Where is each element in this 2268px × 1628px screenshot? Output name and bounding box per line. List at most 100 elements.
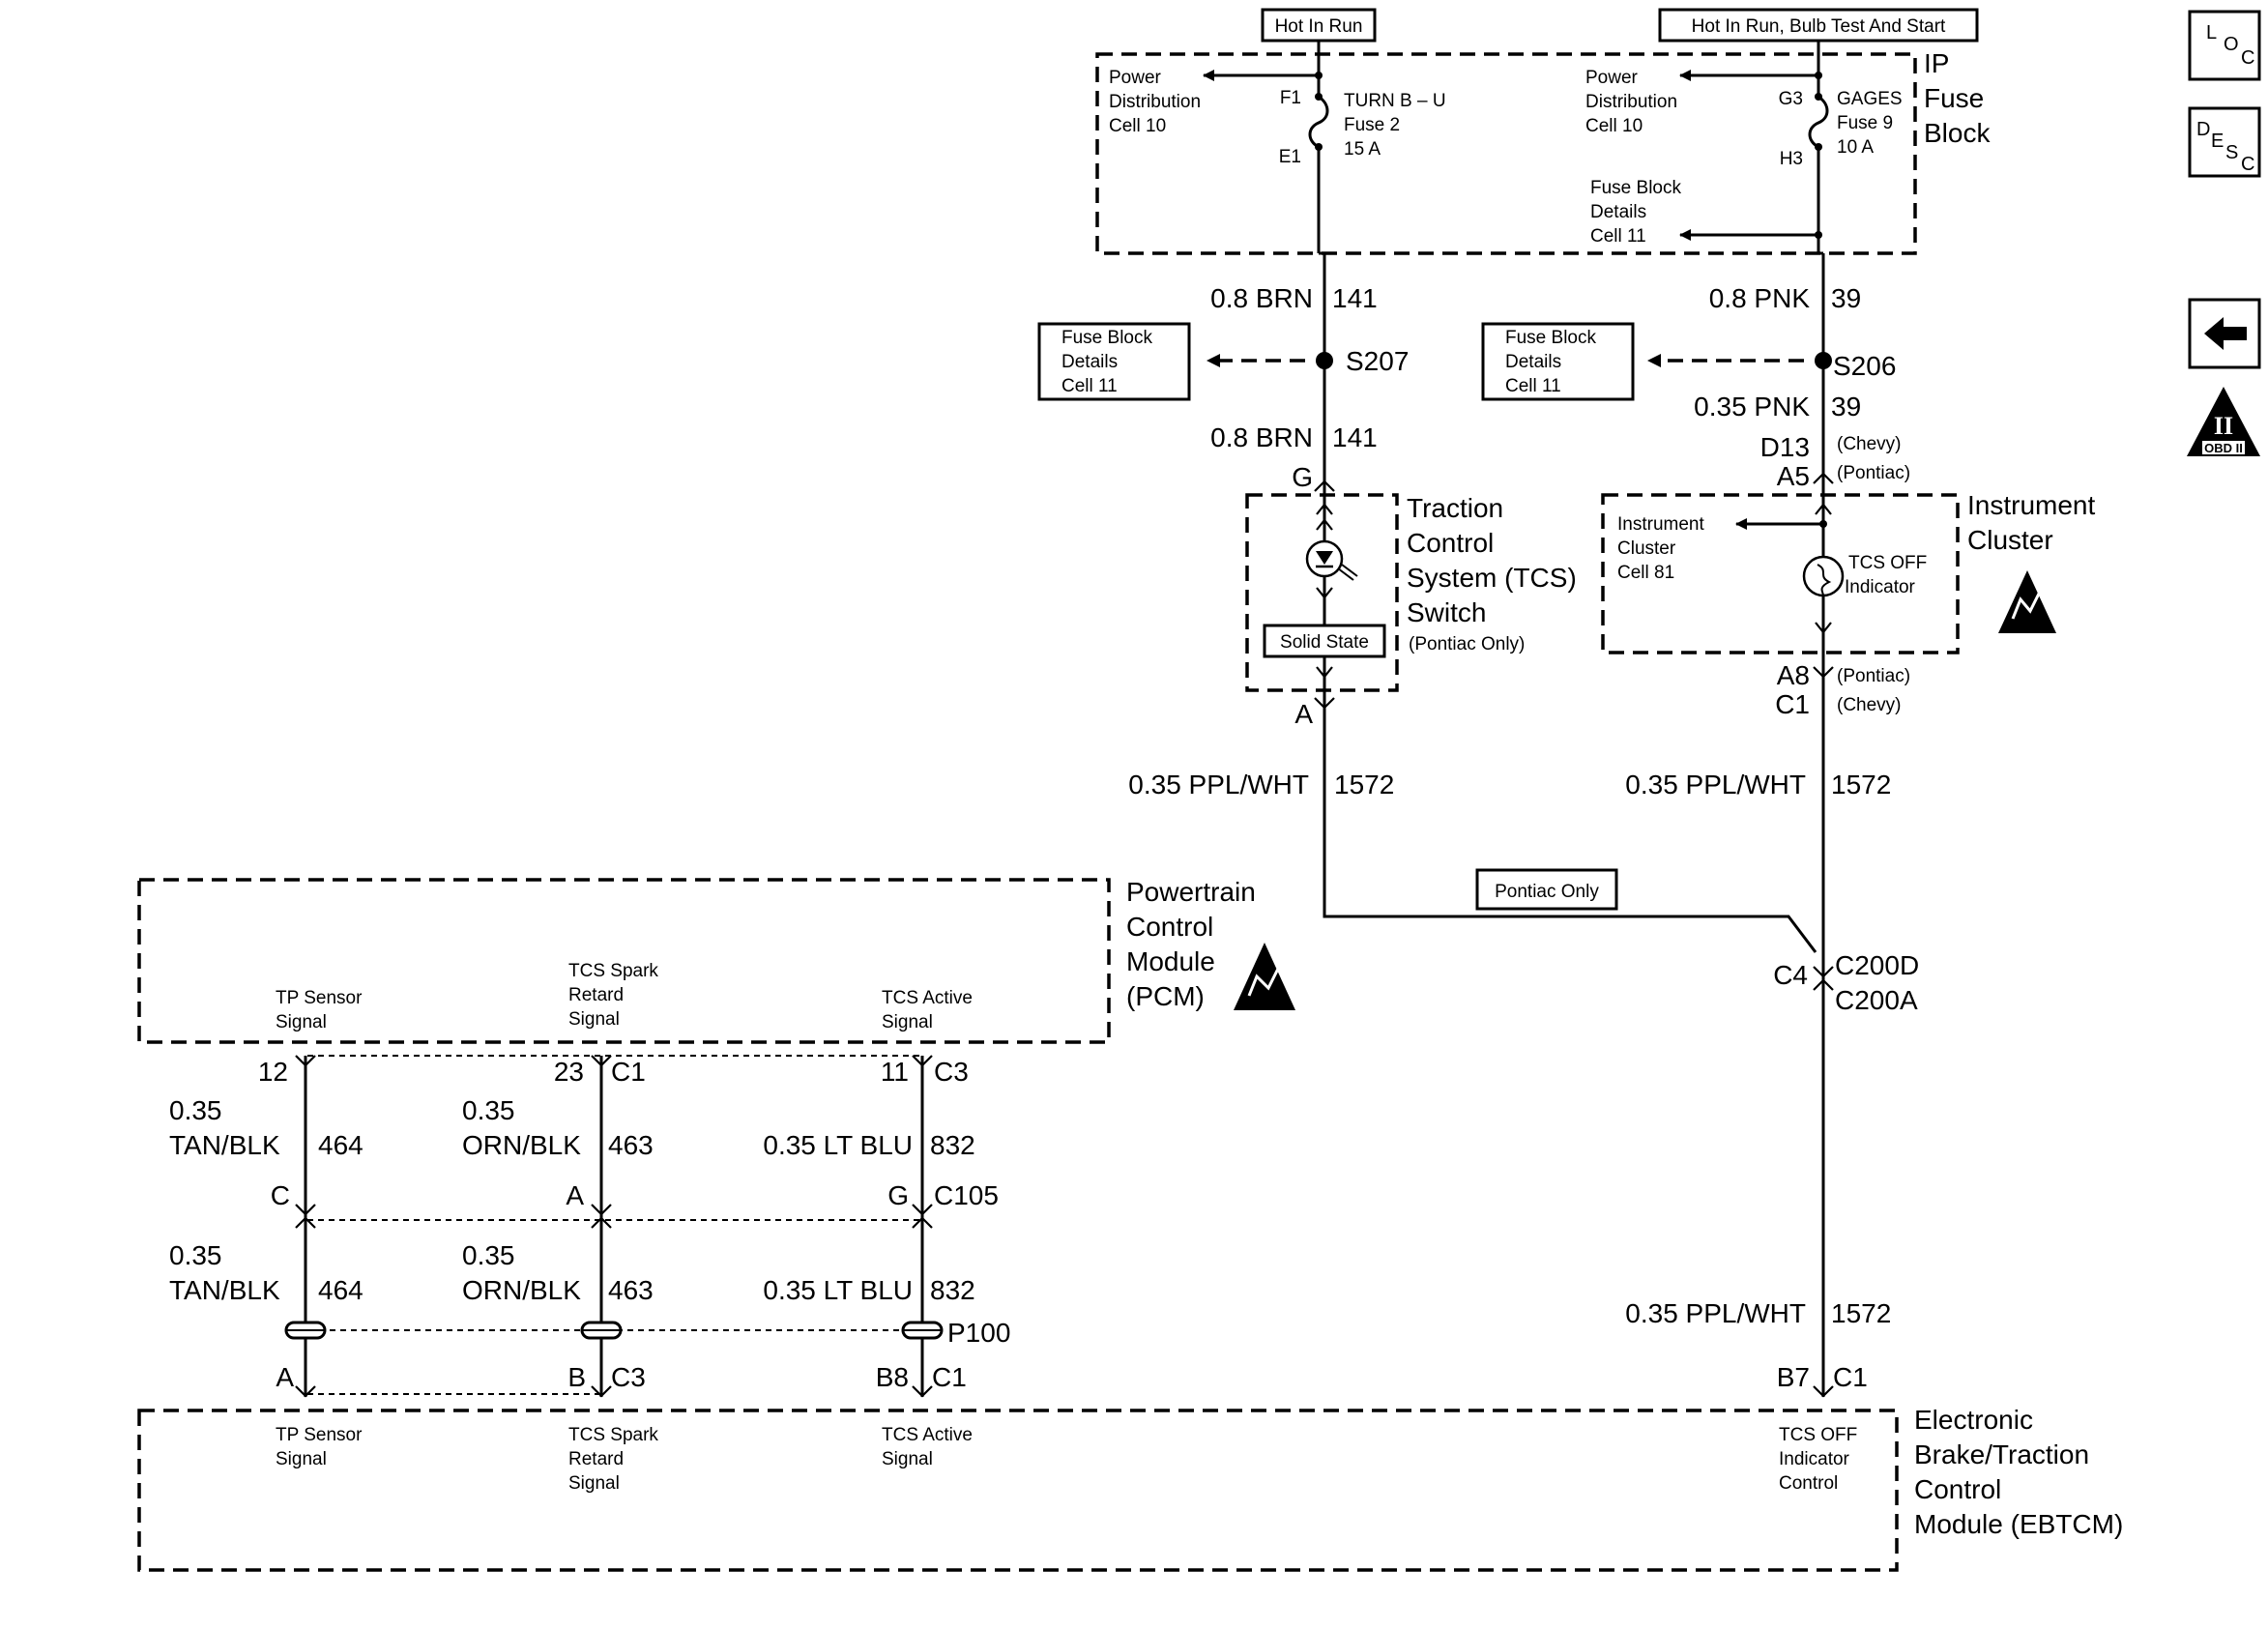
svg-text:Cell 11: Cell 11 <box>1505 376 1561 396</box>
svg-text:Retard: Retard <box>568 1449 624 1469</box>
svg-text:39: 39 <box>1831 392 1861 422</box>
svg-text:0.8 BRN: 0.8 BRN <box>1210 422 1313 452</box>
pcm-name: Powertrain Control Module (PCM) <box>1126 877 1256 1011</box>
location-icon[interactable]: L O C <box>2188 10 2261 81</box>
svg-text:464: 464 <box>318 1130 363 1160</box>
wire-463-top: 0.35 ORN/BLK 463 <box>462 1095 654 1160</box>
svg-text:141: 141 <box>1332 283 1378 313</box>
svg-text:0.35: 0.35 <box>462 1095 515 1125</box>
svg-text:Brake/Traction: Brake/Traction <box>1914 1439 2089 1469</box>
svg-text:Control: Control <box>1914 1474 2001 1504</box>
svg-text:0.35: 0.35 <box>169 1240 222 1270</box>
svg-text:Control: Control <box>1407 528 1494 558</box>
svg-text:TAN/BLK: TAN/BLK <box>169 1130 280 1160</box>
svg-text:463: 463 <box>608 1275 654 1305</box>
svg-text:10 A: 10 A <box>1837 137 1874 158</box>
svg-text:S207: S207 <box>1346 346 1409 376</box>
svg-text:C: C <box>271 1180 290 1210</box>
svg-text:Signal: Signal <box>276 1012 327 1032</box>
svg-text:1572: 1572 <box>1831 1298 1891 1328</box>
svg-text:0.8 PNK: 0.8 PNK <box>1709 283 1811 313</box>
svg-text:Cluster: Cluster <box>1967 525 2053 555</box>
svg-text:P100: P100 <box>947 1318 1010 1348</box>
svg-text:Signal: Signal <box>568 1009 620 1030</box>
svg-text:C3: C3 <box>611 1362 646 1392</box>
svg-text:0.35: 0.35 <box>462 1240 515 1270</box>
svg-text:Module (EBTCM): Module (EBTCM) <box>1914 1509 2123 1539</box>
svg-text:Fuse Block: Fuse Block <box>1061 328 1152 348</box>
fuse-block-details-ref-inner: Fuse Block Details Cell 11 <box>1590 178 1681 247</box>
svg-text:C200A: C200A <box>1835 985 1918 1015</box>
svg-text:Cell 10: Cell 10 <box>1109 116 1166 136</box>
svg-text:Cluster: Cluster <box>1617 538 1676 559</box>
svg-text:C1: C1 <box>611 1057 646 1087</box>
splice-s206: S206 Fuse Block Details Cell 11 <box>1481 322 1896 401</box>
ebtcm-name: Electronic Brake/Traction Control Module… <box>1914 1405 2123 1539</box>
svg-text:Indicator: Indicator <box>1845 577 1916 597</box>
wire-label-brn-top: 0.8 BRN 141 <box>1210 283 1378 313</box>
svg-text:Fuse: Fuse <box>1924 83 1984 113</box>
svg-text:TP Sensor: TP Sensor <box>276 1425 363 1445</box>
wire-label-pnk-top: 0.8 PNK 39 <box>1709 283 1861 313</box>
pcm-connector-pins: 12 23 C1 11 C3 <box>258 1055 969 1087</box>
svg-text:TCS Active: TCS Active <box>882 988 973 1008</box>
svg-text:C4: C4 <box>1773 960 1808 990</box>
svg-text:C105: C105 <box>934 1180 999 1210</box>
description-icon[interactable]: D E S C <box>2188 106 2261 178</box>
svg-text:Pontiac Only: Pontiac Only <box>1495 882 1599 902</box>
svg-text:E1: E1 <box>1279 147 1301 167</box>
svg-text:C: C <box>2241 47 2254 69</box>
svg-text:Details: Details <box>1590 202 1646 222</box>
svg-text:39: 39 <box>1831 283 1861 313</box>
svg-text:Hot In Run, Bulb Test And Star: Hot In Run, Bulb Test And Start <box>1692 16 1946 37</box>
fuse-turn-b-u: F1 E1 TURN B – U Fuse 2 15 A <box>1203 54 1446 253</box>
svg-text:G: G <box>887 1180 909 1210</box>
svg-text:Signal: Signal <box>568 1473 620 1494</box>
svg-text:(Pontiac): (Pontiac) <box>1837 666 1910 686</box>
ebtcm-signal-tcs-off: TCS OFF Indicator Control <box>1779 1425 1857 1494</box>
svg-text:Control: Control <box>1779 1473 1838 1494</box>
svg-text:F1: F1 <box>1280 88 1301 108</box>
svg-text:Details: Details <box>1061 352 1118 372</box>
svg-text:Instrument: Instrument <box>1967 490 2095 520</box>
ebtcm-signal-active: TCS Active Signal <box>882 1425 973 1469</box>
arrow-left-icon[interactable] <box>2188 298 2261 369</box>
svg-text:Fuse 9: Fuse 9 <box>1837 113 1893 133</box>
svg-text:Fuse Block: Fuse Block <box>1505 328 1596 348</box>
svg-text:(Pontiac Only): (Pontiac Only) <box>1409 634 1525 654</box>
svg-text:Module: Module <box>1126 946 1215 976</box>
svg-text:Instrument: Instrument <box>1617 514 1704 535</box>
svg-text:Powertrain: Powertrain <box>1126 877 1256 907</box>
svg-text:Details: Details <box>1505 352 1561 372</box>
svg-text:A: A <box>276 1362 294 1392</box>
svg-text:B8: B8 <box>876 1362 909 1392</box>
svg-text:TCS Spark: TCS Spark <box>568 1425 658 1445</box>
splice-s207: S207 Fuse Block Details Cell 11 <box>1037 322 1409 401</box>
fuse-gages: G3 H3 GAGES Fuse 9 10 A <box>1679 54 1903 253</box>
svg-text:TAN/BLK: TAN/BLK <box>169 1275 280 1305</box>
svg-text:A: A <box>1294 699 1313 729</box>
ebtcm-signal-tp: TP Sensor Signal <box>276 1425 363 1469</box>
svg-text:(Chevy): (Chevy) <box>1837 434 1902 454</box>
svg-text:TURN B – U: TURN B – U <box>1344 91 1446 111</box>
svg-text:Signal: Signal <box>276 1449 327 1469</box>
wire-463-bottom: 0.35 ORN/BLK 463 <box>462 1240 654 1305</box>
svg-text:TP Sensor: TP Sensor <box>276 988 363 1008</box>
svg-text:TCS OFF: TCS OFF <box>1779 1425 1857 1445</box>
svg-text:Cell 11: Cell 11 <box>1590 226 1646 247</box>
svg-text:B: B <box>567 1362 586 1392</box>
connector-c200: C4 C200D C200A <box>1773 950 1919 1015</box>
svg-text:Electronic: Electronic <box>1914 1405 2033 1435</box>
svg-text:Block: Block <box>1924 118 1991 148</box>
svg-text:Distribution: Distribution <box>1585 92 1677 112</box>
ebtcm-connector-pins: A B C3 B8 C1 B7 C1 <box>276 1362 1868 1398</box>
ip-fuse-block-outline <box>1095 52 1917 255</box>
svg-text:(Pontiac): (Pontiac) <box>1837 463 1910 483</box>
obd-ii-icon[interactable]: II OBD II <box>2187 387 2260 456</box>
pcm-signal-tp: TP Sensor Signal <box>276 988 363 1032</box>
pcm-signal-active: TCS Active Signal <box>882 988 973 1032</box>
power-distribution-ref-left: Power Distribution Cell 10 <box>1109 68 1201 136</box>
svg-text:141: 141 <box>1332 422 1378 452</box>
svg-text:Power: Power <box>1585 68 1639 88</box>
svg-text:C: C <box>2241 154 2254 175</box>
